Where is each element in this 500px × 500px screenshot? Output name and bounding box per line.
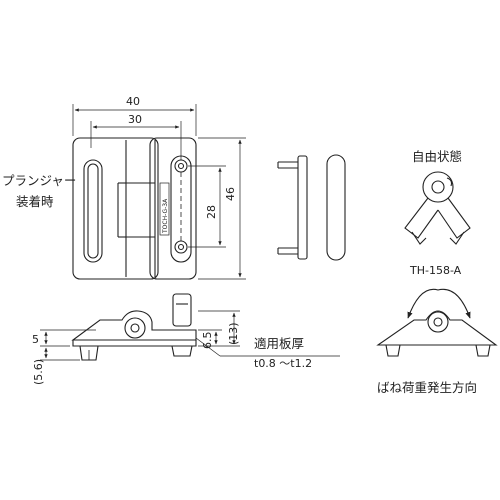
front-view	[72, 137, 197, 280]
plate-thickness-title: 適用板厚	[254, 336, 305, 351]
dim-height-holes: 28	[205, 205, 218, 219]
dim-width-holes: 30	[128, 113, 142, 126]
dim-side-h2: 6.5	[201, 331, 214, 350]
dim-width-overall: 40	[126, 95, 140, 108]
dim-height-overall: 46	[224, 187, 237, 201]
plate-thickness-range: t0.8 ～t1.2	[254, 357, 313, 370]
spring-direction-label: ばね荷重発生方向	[377, 380, 478, 395]
front-dimension-lines	[72, 104, 246, 280]
spring-direction-view	[376, 288, 498, 357]
free-state-label: 自由状態	[412, 149, 463, 164]
dim-side-h1: 5	[32, 333, 39, 346]
free-state-view	[404, 171, 471, 245]
bottom-view	[71, 293, 197, 361]
plunger-label-line1: プランジャー	[2, 173, 77, 188]
dim-side-h4: (5.6)	[32, 358, 45, 385]
bottom-dimension-lines	[40, 310, 340, 361]
dim-side-h3: (13)	[227, 322, 240, 345]
model-label: TH-158-A	[410, 264, 462, 277]
stamp-text: TOCH-G-3A	[162, 198, 169, 234]
side-view	[277, 154, 346, 261]
plunger-label-line2: 装着時	[16, 194, 54, 209]
